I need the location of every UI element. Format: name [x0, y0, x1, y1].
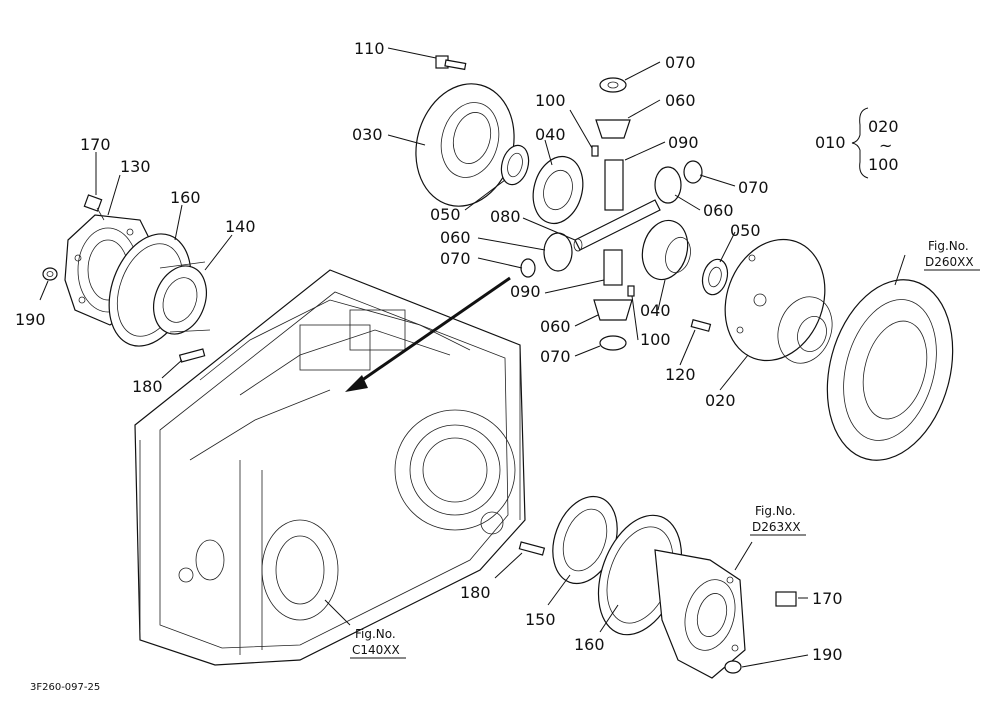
callout-060: 060 — [665, 91, 696, 110]
pinion-gear-upper — [595, 77, 631, 139]
pinion-gear-060-lower — [593, 299, 633, 351]
figure-ref-d260[interactable]: Fig.No. D260XX — [924, 239, 980, 271]
callout-100: 100 — [640, 330, 671, 349]
group-tilde: ~ — [879, 136, 892, 155]
ring-gear — [826, 279, 954, 461]
callout-030: 030 — [352, 125, 383, 144]
callout-070: 070 — [540, 347, 571, 366]
callout-080: 080 — [490, 207, 521, 226]
callout-170: 170 — [812, 589, 843, 608]
transmission-case — [134, 269, 526, 666]
callout-050: 050 — [430, 205, 461, 224]
group-bottom-label: 100 — [868, 155, 899, 174]
callout-090: 090 — [510, 282, 541, 301]
callout-020: 020 — [705, 391, 736, 410]
washer-050-upper — [500, 144, 530, 186]
fig-label: Fig.No. — [755, 504, 796, 518]
callout-040: 040 — [640, 301, 671, 320]
figure-ref-c140[interactable]: Fig.No. C140XX — [350, 627, 406, 659]
callout-060: 060 — [703, 201, 734, 220]
washer-050-lower — [701, 258, 729, 296]
differential-case-020 — [724, 238, 833, 364]
callout-070: 070 — [440, 249, 471, 268]
callout-070: 070 — [665, 53, 696, 72]
callout-040: 040 — [535, 125, 566, 144]
pinion-gear-060-right — [654, 160, 703, 204]
fig-label: Fig.No. — [928, 239, 969, 253]
callout-180: 180 — [132, 377, 163, 396]
stud-180-left — [178, 348, 206, 363]
callout-110: 110 — [354, 39, 385, 58]
group-bracket: 010 020 ~ 100 — [815, 107, 899, 179]
callout-120: 120 — [665, 365, 696, 384]
callout-060: 060 — [540, 317, 571, 336]
pinion-gear-060-left — [520, 232, 573, 278]
pinion-shaft-090-lower — [603, 249, 623, 286]
callout-100: 100 — [535, 91, 566, 110]
nut-190-right — [724, 660, 742, 674]
group-left-label: 010 — [815, 133, 846, 152]
callout-labels: 110 030 050 100 040 070 060 090 070 060 … — [15, 39, 843, 664]
leader-lines — [39, 47, 906, 668]
group-top-label: 020 — [868, 117, 899, 136]
callout-170: 170 — [80, 135, 111, 154]
callout-150: 150 — [525, 610, 556, 629]
left-bearing — [153, 261, 211, 335]
ring-flange-030 — [415, 83, 515, 207]
fig-number: D263XX — [752, 520, 801, 534]
fig-number: D260XX — [925, 255, 974, 269]
callout-180: 180 — [460, 583, 491, 602]
callout-160: 160 — [170, 188, 201, 207]
callout-070: 070 — [738, 178, 769, 197]
callout-190: 190 — [812, 645, 843, 664]
callout-140: 140 — [225, 217, 256, 236]
pinion-shaft-090-upper — [604, 159, 624, 211]
bolt-170-right — [775, 591, 797, 607]
nut-190-left — [42, 267, 58, 281]
drawing-code: 3F260-097-25 — [30, 682, 100, 693]
fig-number: C140XX — [352, 643, 400, 657]
bolt-110 — [435, 55, 467, 71]
right-bearing-cover — [654, 549, 746, 679]
callout-190: 190 — [15, 310, 46, 329]
callout-160: 160 — [574, 635, 605, 654]
assembly-arrow — [345, 276, 511, 392]
side-gear-040-lower — [641, 219, 691, 281]
callout-130: 130 — [120, 157, 151, 176]
stud-180-right — [518, 541, 546, 556]
callout-050: 050 — [730, 221, 761, 240]
dowel-120 — [690, 319, 712, 332]
cross-shaft-080 — [573, 199, 661, 252]
pins-100 — [591, 145, 635, 297]
figure-ref-d263[interactable]: Fig.No. D263XX — [750, 504, 806, 536]
callout-060: 060 — [440, 228, 471, 247]
fig-label: Fig.No. — [355, 627, 396, 641]
side-gear-040-upper — [532, 155, 584, 225]
bolt-170-left — [83, 194, 105, 221]
callout-090: 090 — [668, 133, 699, 152]
